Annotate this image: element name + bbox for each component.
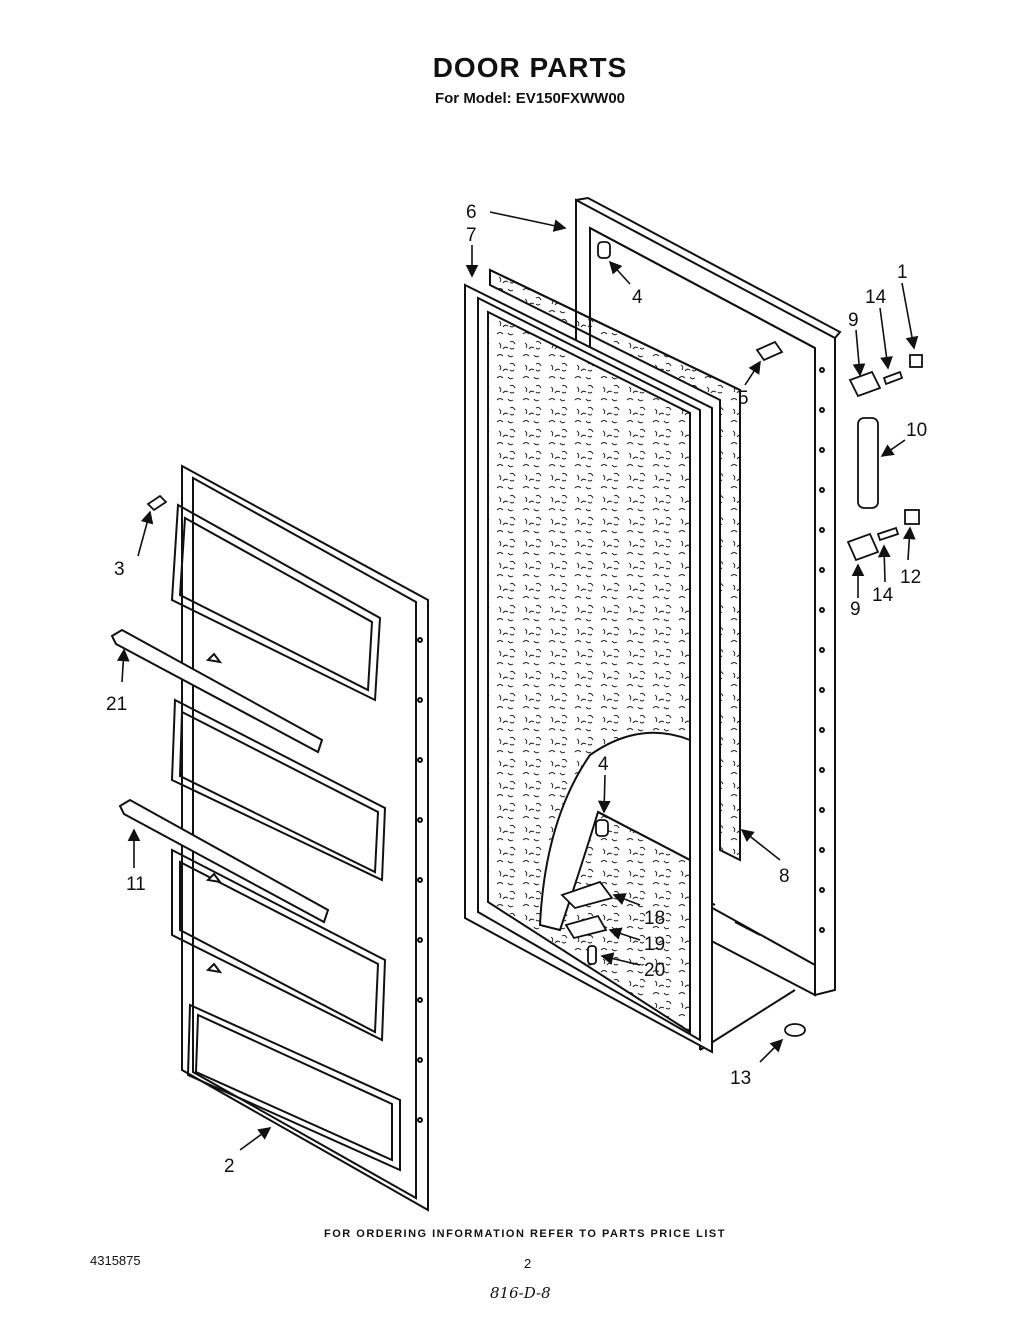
callout-10: 10 xyxy=(906,420,927,441)
callout-14-top: 14 xyxy=(865,287,887,308)
ordering-info-note: FOR ORDERING INFORMATION REFER TO PARTS … xyxy=(324,1228,726,1240)
callout-labels: 6 7 4 5 1 14 9 10 12 14 9 4 8 18 19 20 1… xyxy=(106,202,927,1177)
model-subtitle: For Model: EV150FXWW00 xyxy=(434,90,626,107)
inner-door-panel-part-2 xyxy=(170,464,429,1212)
callout-11: 11 xyxy=(126,874,146,895)
callout-9-top: 9 xyxy=(848,310,859,331)
callout-12: 12 xyxy=(900,567,921,588)
callout-2: 2 xyxy=(224,1156,235,1177)
callout-21: 21 xyxy=(106,694,127,715)
leader-arrows xyxy=(116,211,919,1151)
callout-1: 1 xyxy=(897,262,908,283)
callout-4-top: 4 xyxy=(632,287,643,308)
callout-6: 6 xyxy=(466,202,477,223)
handwritten-note: 816-D-8 xyxy=(490,1284,551,1302)
callout-9-bottom: 9 xyxy=(850,599,861,620)
door-liner-part-8 xyxy=(489,268,741,862)
callout-3: 3 xyxy=(114,559,125,580)
callout-4-bottom: 4 xyxy=(598,754,609,775)
callout-19: 19 xyxy=(644,934,665,955)
hardware-parts xyxy=(560,241,923,1037)
shelf-bars xyxy=(110,628,330,924)
door-panel-part-7 xyxy=(464,283,713,1054)
page-title: DOOR PARTS xyxy=(432,52,628,83)
callout-14-bottom: 14 xyxy=(872,585,894,606)
callout-18: 18 xyxy=(644,908,665,929)
page-number: 2 xyxy=(524,1256,532,1271)
screw-part-3 xyxy=(146,494,168,512)
callout-20: 20 xyxy=(644,960,665,981)
callout-8: 8 xyxy=(779,866,790,887)
callout-7: 7 xyxy=(466,225,477,246)
callout-13: 13 xyxy=(730,1068,751,1089)
document-number: 4315875 xyxy=(90,1253,141,1268)
callout-5: 5 xyxy=(738,388,749,409)
